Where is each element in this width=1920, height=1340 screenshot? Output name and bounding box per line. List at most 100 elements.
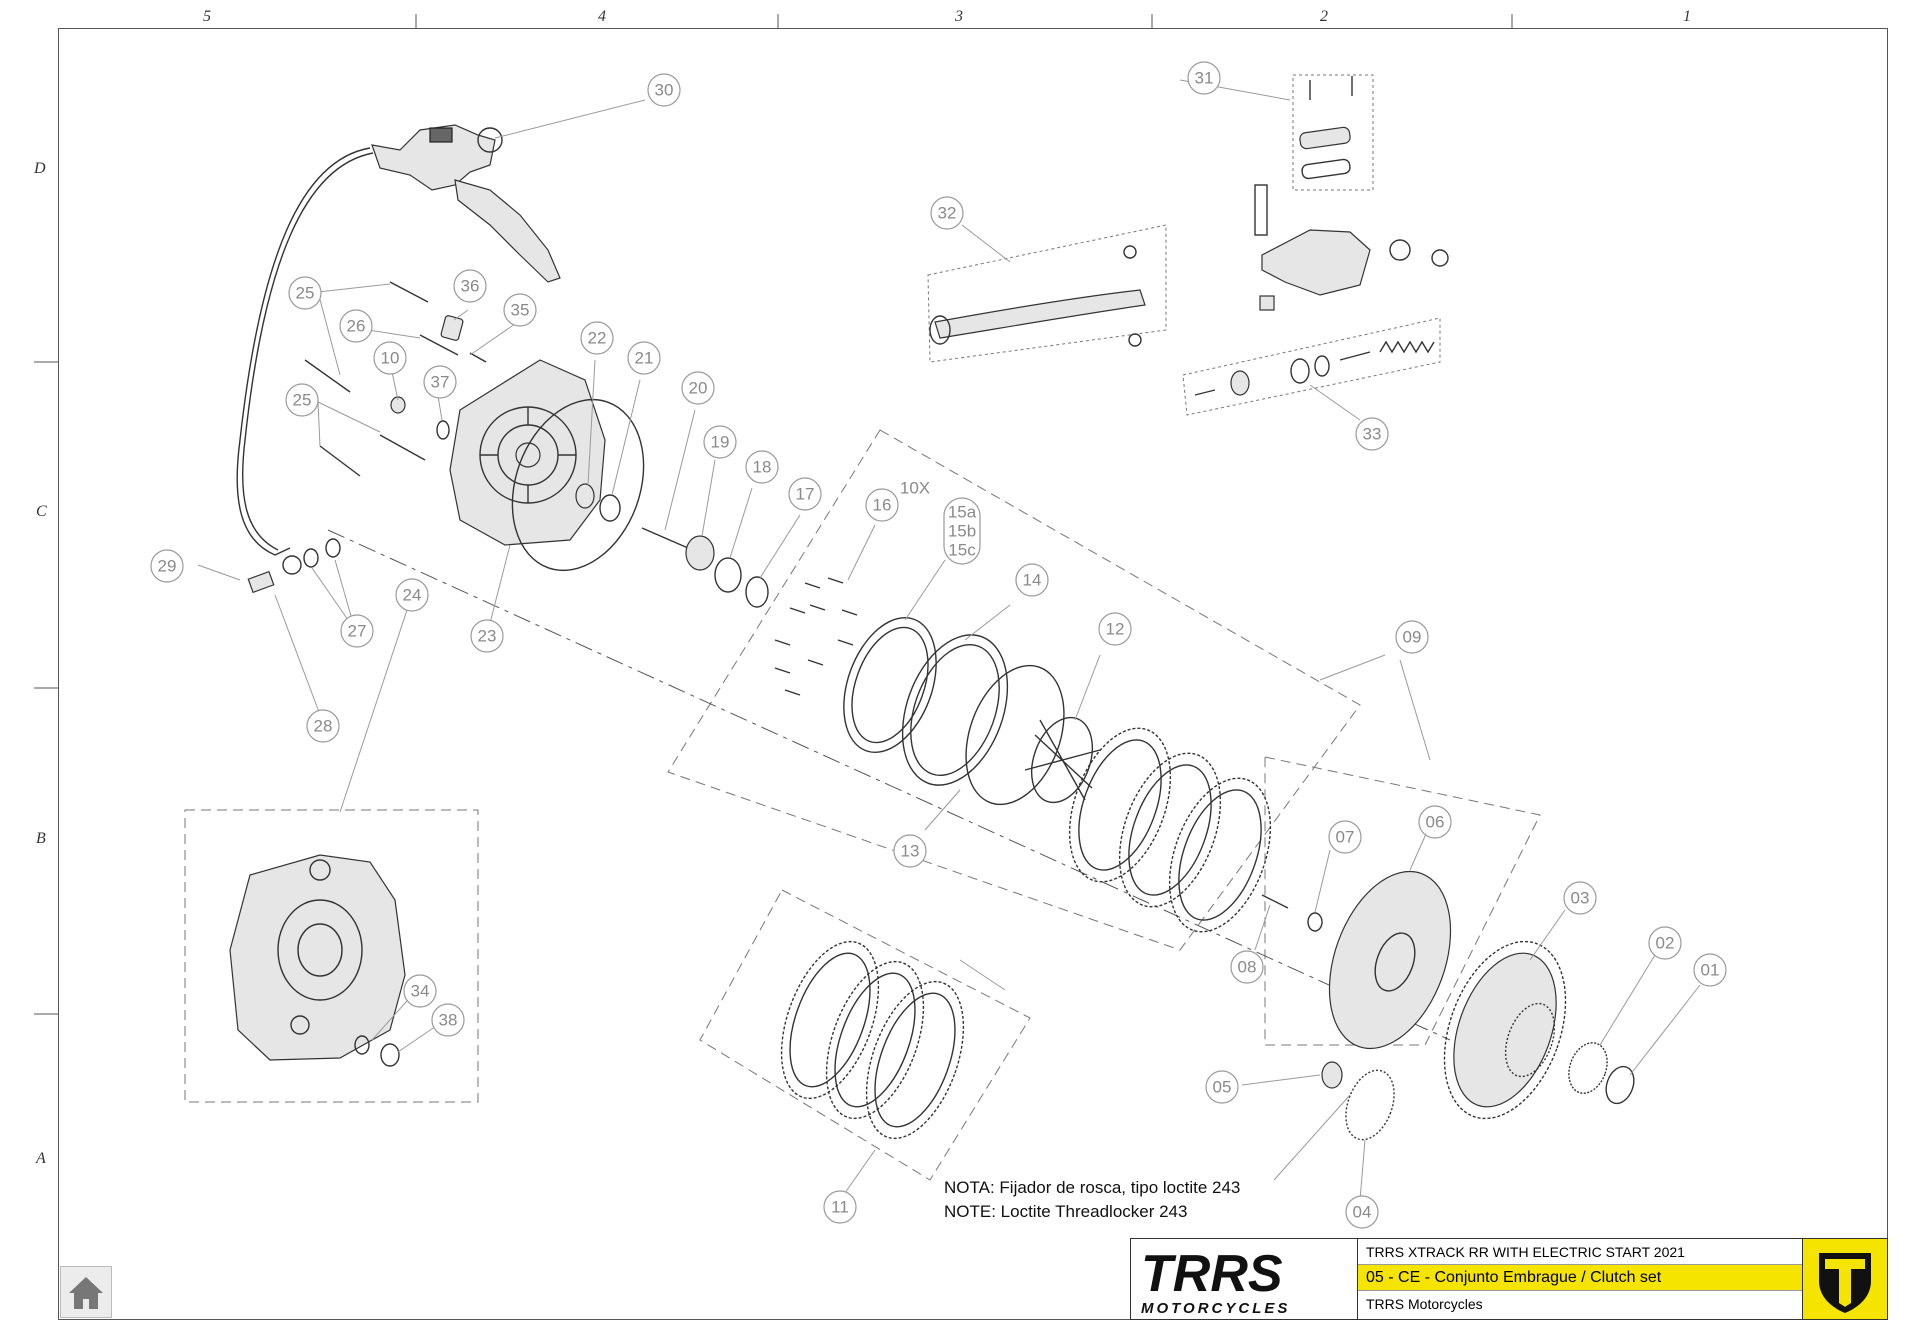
svg-text:31: 31 — [1195, 69, 1214, 88]
callout-25b[interactable]: 25 — [285, 383, 319, 417]
svg-text:07: 07 — [1336, 828, 1355, 847]
svg-text:13: 13 — [901, 842, 920, 861]
title-company: TRRS Motorcycles — [1366, 1296, 1483, 1312]
spring-screws-16 — [774, 577, 858, 696]
assembly-axis — [327, 529, 1451, 1041]
title-block: TRRS MOTORCYCLES TRRS XTRACK RR WITH ELE… — [1130, 1238, 1888, 1320]
callout-23[interactable]: 23 — [470, 619, 504, 653]
zone-column-3: 3 — [955, 8, 963, 25]
pressure-plate-15-inner — [851, 626, 929, 744]
clutch-pack-group-box — [667, 429, 1361, 951]
trrs-logo: TRRS MOTORCYCLES — [1131, 1239, 1358, 1319]
svg-text:14: 14 — [1023, 571, 1042, 590]
callout-13[interactable]: 13 — [893, 834, 927, 868]
callout-02[interactable]: 02 — [1648, 926, 1682, 960]
cover-group-box — [184, 809, 479, 1103]
zone-row-c: C — [36, 503, 47, 520]
inner-hub-12 — [1024, 716, 1101, 804]
svg-text:36: 36 — [461, 277, 480, 296]
callout-33[interactable]: 33 — [1355, 417, 1389, 451]
callout-37[interactable]: 37 — [423, 365, 457, 399]
zone-column-5: 5 — [203, 8, 211, 25]
plates-11 — [780, 940, 965, 1140]
callout-14[interactable]: 14 — [1015, 563, 1049, 597]
callout-12[interactable]: 12 — [1098, 612, 1132, 646]
callout-05[interactable]: 05 — [1205, 1070, 1239, 1104]
spacer-05 — [1321, 1061, 1343, 1089]
svg-text:15b: 15b — [948, 522, 976, 541]
zone-ticks — [34, 14, 1513, 1015]
callout-09[interactable]: 09 — [1395, 620, 1429, 654]
logo-text: TRRS — [1141, 1245, 1283, 1303]
clutch-cover-24 — [229, 854, 406, 1061]
callout-16[interactable]: 16 — [865, 488, 899, 522]
primary-gear-04 — [1345, 1069, 1395, 1141]
washer-27b — [303, 548, 319, 568]
svg-text:15c: 15c — [948, 541, 976, 560]
svg-text:04: 04 — [1353, 1203, 1372, 1222]
callout-06[interactable]: 06 — [1418, 805, 1452, 839]
clutch-plate-stack — [1068, 727, 1272, 933]
gasket-23 — [511, 398, 645, 572]
callout-32[interactable]: 32 — [930, 196, 964, 230]
piston-19 — [685, 535, 715, 571]
callout-01[interactable]: 01 — [1693, 953, 1727, 987]
o-ring-34 — [354, 1035, 370, 1055]
zone-column-2: 2 — [1320, 8, 1328, 25]
callout-38[interactable]: 38 — [431, 1003, 465, 1037]
callout-19[interactable]: 19 — [703, 425, 737, 459]
svg-text:06: 06 — [1426, 813, 1445, 832]
callout-21[interactable]: 21 — [627, 341, 661, 375]
callout-08[interactable]: 08 — [1230, 950, 1264, 984]
callout-11[interactable]: 11 — [823, 1190, 857, 1224]
zone-row-b: B — [36, 830, 46, 847]
home-button[interactable] — [60, 1266, 112, 1318]
callout-07[interactable]: 07 — [1328, 820, 1362, 854]
callout-15[interactable]: 15a 15b 15c — [943, 497, 981, 565]
callout-28[interactable]: 28 — [306, 709, 340, 743]
trrs-badge-icon — [1819, 1253, 1871, 1313]
spring-plate-13 — [965, 664, 1065, 806]
callout-04[interactable]: 04 — [1345, 1195, 1379, 1229]
callout-26[interactable]: 26 — [339, 309, 373, 343]
master-piston-group-box — [1182, 317, 1441, 416]
hydraulic-hose — [236, 147, 371, 556]
trrs-logo-mark: TRRS MOTORCYCLES — [1141, 1245, 1287, 1317]
clutch-master-cylinder — [371, 124, 561, 283]
callout-36[interactable]: 36 — [453, 269, 487, 303]
callout-22[interactable]: 22 — [580, 321, 614, 355]
callout-10[interactable]: 10 — [373, 341, 407, 375]
cover-bolts — [304, 281, 487, 477]
callout-25a[interactable]: 25 — [288, 276, 322, 310]
callout-27[interactable]: 27 — [340, 614, 374, 648]
plug-38 — [380, 1043, 400, 1067]
svg-text:32: 32 — [938, 204, 957, 223]
needle-bearing-02 — [1568, 1042, 1608, 1094]
washer-07 — [1307, 912, 1323, 932]
bushing-36 — [440, 315, 464, 341]
hydraulic-hose-outline — [242, 152, 374, 551]
svg-text:26: 26 — [347, 317, 366, 336]
svg-text:38: 38 — [439, 1011, 458, 1030]
svg-text:37: 37 — [431, 373, 450, 392]
callout-03[interactable]: 03 — [1563, 881, 1597, 915]
callout-17[interactable]: 17 — [788, 477, 822, 511]
title-model: TRRS XTRACK RR WITH ELECTRIC START 2021 — [1358, 1239, 1804, 1265]
svg-text:02: 02 — [1656, 934, 1675, 953]
callout-29[interactable]: 29 — [150, 549, 184, 583]
svg-text:01: 01 — [1701, 961, 1720, 980]
svg-text:25: 25 — [296, 284, 315, 303]
callout-35[interactable]: 35 — [503, 293, 537, 327]
svg-text:05: 05 — [1213, 1078, 1232, 1097]
zone-row-a: A — [36, 1150, 46, 1167]
callout-24[interactable]: 24 — [395, 578, 429, 612]
svg-text:03: 03 — [1571, 889, 1590, 908]
callout-20[interactable]: 20 — [681, 371, 715, 405]
callout-34[interactable]: 34 — [403, 974, 437, 1008]
callout-30[interactable]: 30 — [647, 73, 681, 107]
callout-31[interactable]: 31 — [1187, 61, 1221, 95]
push-rod-20 — [641, 527, 689, 549]
callout-18[interactable]: 18 — [745, 450, 779, 484]
svg-text:12: 12 — [1106, 620, 1125, 639]
